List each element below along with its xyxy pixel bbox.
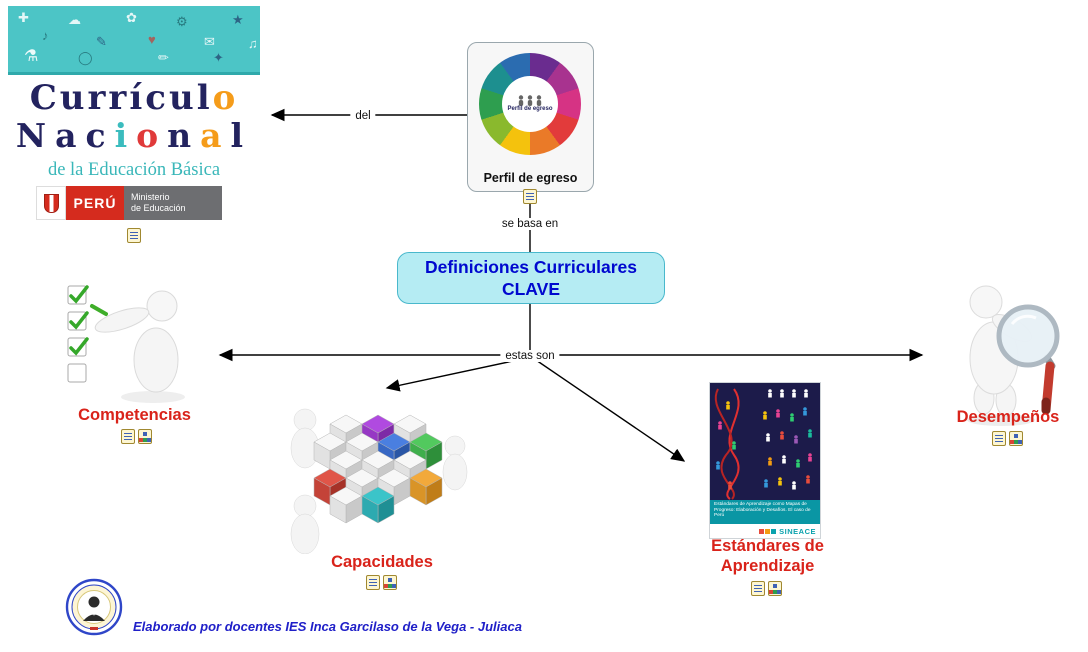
hierarchy-icon[interactable]	[1009, 431, 1023, 446]
estandares-node[interactable]: Estándares de Aprendizaje	[690, 536, 845, 576]
brand-word-curriculo: Currículo	[29, 78, 239, 118]
doodle-pattern: ✚	[18, 10, 29, 25]
competencias-node[interactable]: Competencias	[37, 405, 232, 425]
doodle-pattern: ⚗	[24, 48, 39, 65]
brand-subtitle: de la Educación Básica	[47, 160, 221, 180]
ministry-label: Ministerio de Educación	[124, 186, 222, 220]
estandares-label: Estándares de Aprendizaje	[711, 537, 824, 575]
doodle-pattern: ✦	[213, 50, 224, 65]
competencias-label: Competencias	[78, 406, 191, 424]
link-label-estas-son: estas son	[500, 350, 560, 362]
doodle-pattern: ✿	[126, 10, 137, 25]
doodle-pattern: ◯	[78, 50, 93, 65]
perfil-label: Perfil de egreso	[483, 171, 578, 185]
peru-label: PERÚ	[66, 186, 124, 220]
desempenos-image[interactable]	[946, 276, 1064, 428]
resource-icon[interactable]	[992, 431, 1006, 446]
doodle-banner: ✚ ♪ ☁ ✎ ✿ ♥ ⚙ ✉ ★ ⚗ ◯ ✏ ✦ ♫	[8, 6, 260, 75]
doodle-pattern: ♫	[248, 36, 258, 51]
resource-icon[interactable]	[127, 228, 141, 243]
poster-band-text: Estándares de Aprendizaje como Mapas de …	[710, 500, 820, 524]
ring-center-label: Perfil de egreso	[507, 106, 553, 112]
ministry-logo: PERÚ Ministerio de Educación	[36, 186, 222, 220]
ring-center: Perfil de egreso	[502, 76, 558, 132]
resource-icon[interactable]	[121, 429, 135, 444]
sineace-label: SINEACE	[779, 526, 816, 536]
doodle-pattern: ♥	[148, 32, 156, 47]
credit-text: Elaborado por docentes IES Inca Garcilas…	[133, 619, 522, 634]
doodle-pattern: ✉	[204, 34, 215, 49]
link-label-del: del	[350, 110, 376, 122]
brand-word-nacional: Nacional	[15, 116, 253, 155]
definiciones-curriculares-node[interactable]: Definiciones Curriculares CLAVE	[397, 252, 665, 304]
capacidades-image[interactable]	[283, 386, 473, 554]
sineace-logo: SINEACE	[710, 524, 820, 538]
hierarchy-icon[interactable]	[383, 575, 397, 590]
doodle-pattern: ♪	[42, 28, 49, 43]
peru-coat-of-arms-icon	[36, 186, 66, 220]
capacidades-node[interactable]: Capacidades	[287, 552, 477, 572]
sineace-mark-icon	[771, 528, 777, 534]
perfil-de-egreso-node[interactable]: Perfil de egreso Perfil de egreso	[467, 42, 594, 192]
hierarchy-icon[interactable]	[138, 429, 152, 444]
desempenos-node[interactable]: Desempeños	[920, 407, 1088, 427]
competencias-image[interactable]	[58, 282, 206, 404]
resource-icon[interactable]	[366, 575, 380, 590]
resource-icon[interactable]	[751, 581, 765, 596]
standards-poster[interactable]: Estándares de Aprendizaje como Mapas de …	[710, 383, 820, 538]
link-label-se-basa-en: se basa en	[496, 218, 564, 230]
people-icon	[518, 95, 542, 106]
doodle-pattern: ✏	[158, 50, 169, 65]
central-line2: CLAVE	[501, 279, 560, 299]
doodle-pattern: ☁	[68, 12, 81, 27]
hierarchy-icon[interactable]	[768, 581, 782, 596]
doodle-pattern: ★	[232, 12, 244, 27]
ministry-line1: Ministerio	[131, 192, 170, 202]
doodle-pattern: ✎	[96, 34, 107, 49]
dna-helix-graphic	[710, 383, 820, 500]
central-line1: Definiciones Curriculares	[424, 257, 638, 277]
ministry-line2: de Educación	[131, 203, 186, 213]
resource-icon[interactable]	[523, 189, 537, 204]
capacidades-label: Capacidades	[331, 553, 433, 571]
puzzle-ring-graphic: Perfil de egreso	[479, 53, 581, 155]
desempenos-label: Desempeños	[956, 408, 1060, 426]
doodle-pattern: ⚙	[176, 14, 188, 29]
school-emblem	[65, 578, 123, 636]
